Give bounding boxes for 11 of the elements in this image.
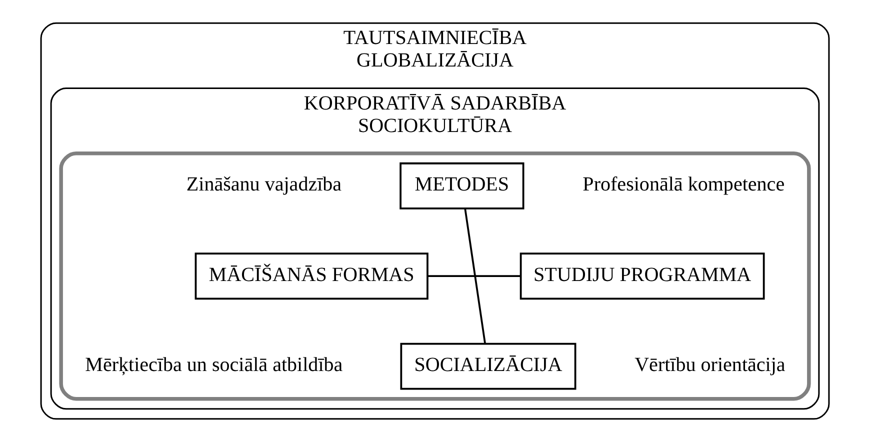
label: Mērķtiecība un sociālā atbildība xyxy=(85,354,343,376)
node-box: MĀCĪŠANĀS FORMAS xyxy=(194,252,428,300)
node-box: METODES xyxy=(400,162,524,210)
connector xyxy=(464,208,486,344)
label: Vērtību orientācija xyxy=(634,354,786,376)
node-box: SOCIALIZĀCIJA xyxy=(400,342,576,390)
connector xyxy=(428,275,521,278)
label: Profesionālā kompetence xyxy=(582,174,785,196)
node-box: STUDIJU PROGRAMMA xyxy=(520,252,765,300)
label: Zināšanu vajadzība xyxy=(186,174,342,196)
cluster xyxy=(59,151,811,401)
